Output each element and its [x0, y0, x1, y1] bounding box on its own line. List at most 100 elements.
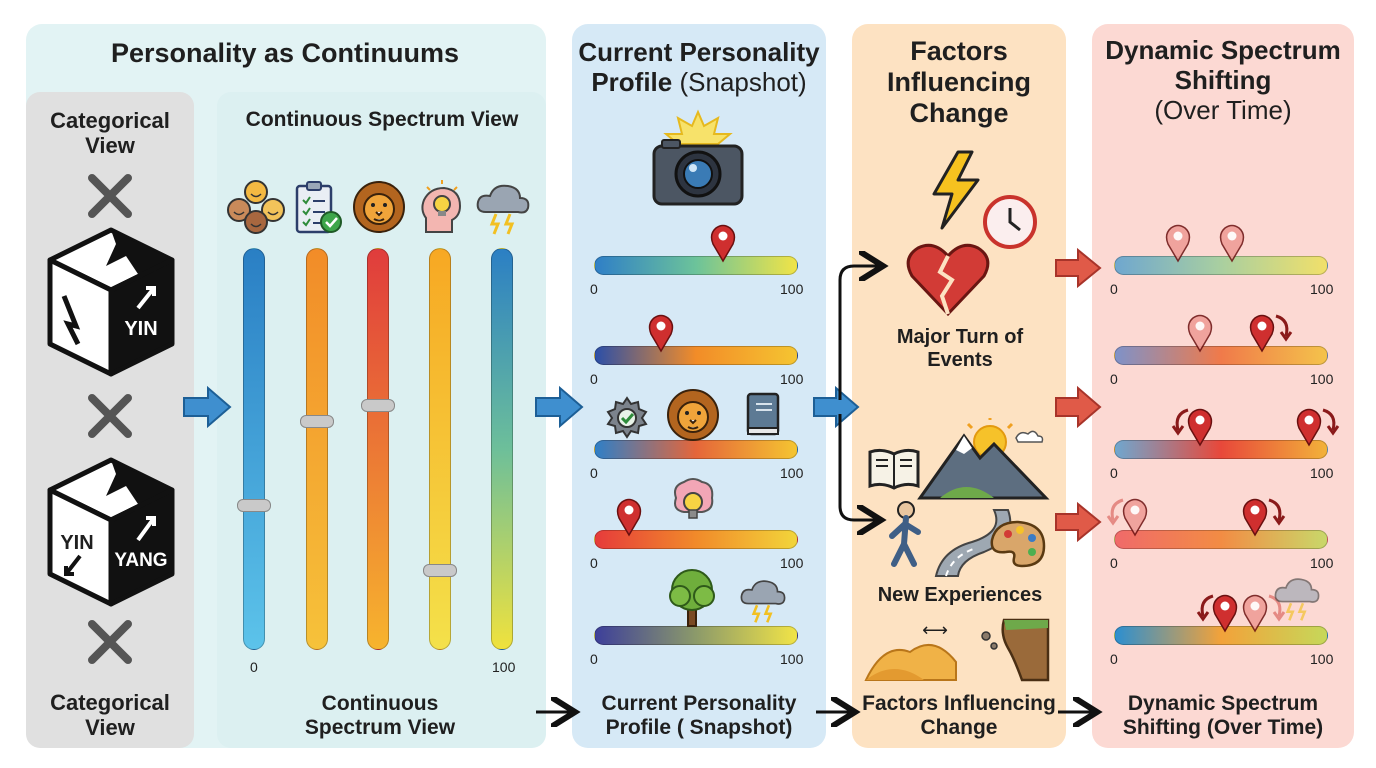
panel2-bottom-label: Current Personality Profile ( Snapshot)	[601, 692, 797, 740]
panel4-title-light: (Over Time)	[1154, 94, 1292, 125]
yin-cube-icon	[47, 227, 175, 377]
branch-arrow-down	[838, 414, 878, 520]
clock-icon	[983, 195, 1037, 249]
spectrum-slider-track	[243, 248, 265, 650]
lion-icon	[353, 181, 405, 233]
bar-max-label: 100	[1310, 371, 1334, 387]
spectrum-slider-track	[491, 248, 513, 650]
panel4-bottom-label: Dynamic Spectrum Shifting (Over Time)	[1122, 692, 1324, 740]
panel3-bottom-label: Factors Influencing Change	[862, 692, 1056, 740]
location-marker-icon	[649, 314, 674, 353]
storm-cloud-icon	[476, 184, 530, 235]
location-marker-icon	[1187, 314, 1212, 353]
x-mark-icon	[88, 620, 132, 664]
location-marker-icon	[1243, 498, 1268, 537]
location-marker-icon	[1187, 408, 1212, 447]
location-marker-icon	[1296, 408, 1321, 447]
lightbulb-head-icon	[421, 180, 462, 233]
shift-arrow-icon	[1107, 498, 1124, 526]
spectrum-slider-track	[367, 248, 389, 650]
bar-min-label: 0	[590, 371, 598, 387]
bar-min-label: 0	[590, 281, 598, 297]
continuous-view-label-top: Continuous Spectrum View	[245, 108, 519, 131]
blue-arrow-icon	[813, 385, 860, 429]
branch-arrow-up	[838, 266, 880, 400]
red-arrow-icon	[1055, 501, 1102, 543]
panel1-title: Personality as Continuums	[110, 38, 460, 68]
storm-cloud-icon	[1274, 578, 1320, 621]
location-marker-icon	[1123, 498, 1148, 537]
group1-label: Major Turn of Events	[896, 326, 1024, 371]
bar-max-label: 100	[780, 371, 804, 387]
dynamic-spectrum-bar	[1114, 256, 1328, 275]
red-arrow-icon	[1055, 247, 1102, 289]
bar-min-label: 0	[590, 555, 598, 571]
shift-arrow-icon	[1275, 314, 1292, 342]
shift-arrow-icon	[1197, 594, 1214, 622]
x-mark-icon	[88, 174, 132, 218]
shift-arrow-icon	[1171, 408, 1189, 436]
bar-max-label: 100	[1310, 465, 1334, 481]
continuous-view-label-bottom: Continuous Spectrum View	[304, 692, 456, 740]
book-icon	[746, 392, 780, 436]
shift-arrow-icon	[1268, 498, 1286, 526]
location-marker-icon	[616, 498, 641, 537]
slider-handle[interactable]	[237, 499, 271, 513]
red-arrow-icon	[1055, 385, 1102, 429]
slider-handle[interactable]	[423, 563, 457, 577]
bar-min-label: 0	[1110, 651, 1118, 667]
dynamic-spectrum-bar	[1114, 346, 1328, 365]
panel2-title-light: (Snapshot)	[679, 66, 807, 97]
paint-palette-icon	[990, 520, 1046, 568]
shift-arrow-icon	[1322, 408, 1339, 436]
walking-person-icon	[889, 501, 1012, 577]
blue-arrow-icon	[535, 385, 584, 429]
bar-max-label: 100	[1310, 651, 1334, 667]
camera-icon	[652, 109, 744, 206]
cliff-icon	[981, 618, 1050, 682]
location-marker-icon	[1249, 314, 1274, 353]
panel3-title: Factors Influencing Change	[887, 36, 1031, 129]
continuous-min-label: 0	[250, 659, 258, 675]
dune-arrow: ⟷	[922, 620, 948, 640]
bar-min-label: 0	[1110, 555, 1118, 571]
lightning-icon	[932, 150, 980, 230]
lion-icon	[667, 389, 719, 441]
bar-min-label: 0	[1110, 465, 1118, 481]
broken-heart-icon	[906, 243, 990, 317]
slider-handle[interactable]	[361, 398, 395, 412]
profile-spectrum-bar	[594, 346, 798, 365]
categorical-view-label-bottom: Categorical View	[50, 690, 170, 741]
panel2-title: Current Personality Profile (Snapshot)	[576, 37, 822, 98]
categorical-view-label-top: Categorical View	[50, 108, 170, 159]
bar-max-label: 100	[780, 651, 804, 667]
bar-min-label: 0	[590, 651, 598, 667]
location-marker-icon	[710, 224, 735, 263]
bar-max-label: 100	[780, 465, 804, 481]
tree-icon	[669, 569, 715, 627]
slider-handle[interactable]	[300, 414, 334, 428]
bar-max-label: 100	[780, 281, 804, 297]
storm-cloud-icon	[740, 580, 786, 623]
spectrum-slider-track	[306, 248, 328, 650]
location-marker-icon	[1243, 594, 1268, 633]
panel2-title-bold: Current Personality Profile	[578, 37, 820, 97]
bar-max-label: 100	[1310, 281, 1334, 297]
yin-yang-cube-icon	[47, 457, 175, 607]
spectrum-slider-track	[429, 248, 451, 650]
x-mark-icon	[88, 394, 132, 438]
bar-max-label: 100	[780, 555, 804, 571]
location-marker-icon	[1213, 594, 1238, 633]
dynamic-spectrum-bar	[1114, 530, 1328, 549]
location-marker-icon	[1165, 224, 1191, 263]
book-icon	[868, 448, 920, 490]
mountain-sun-icon	[917, 418, 1050, 500]
clipboard-checklist-icon	[295, 181, 342, 234]
dynamic-spectrum-bar	[1114, 440, 1328, 459]
panel4-title-bold: Dynamic Spectrum Shifting	[1105, 35, 1341, 95]
continuous-max-label: 100	[492, 659, 516, 675]
profile-spectrum-bar	[594, 530, 798, 549]
bar-min-label: 0	[590, 465, 598, 481]
